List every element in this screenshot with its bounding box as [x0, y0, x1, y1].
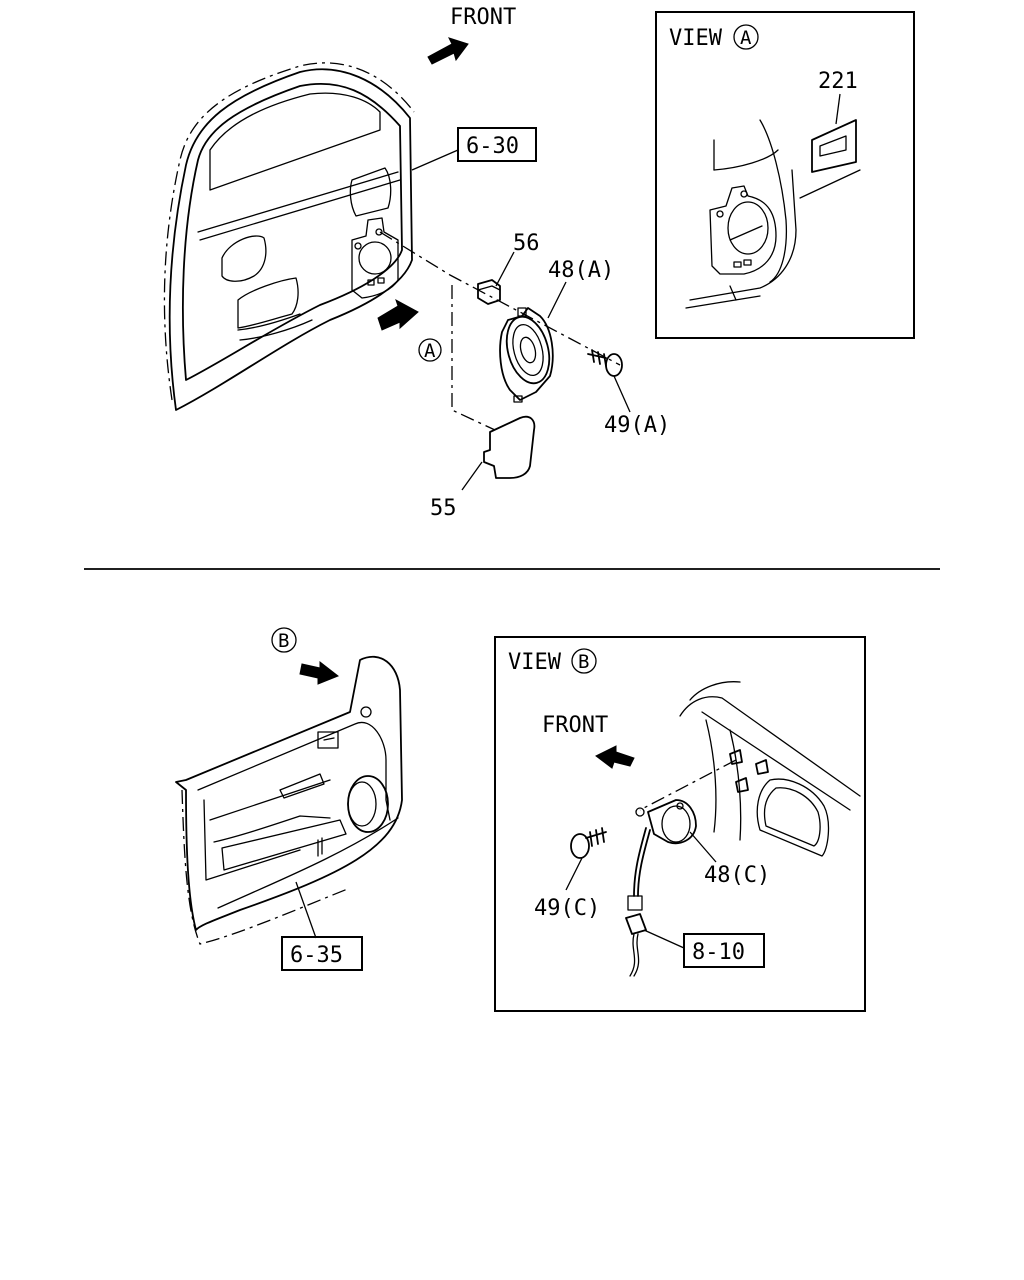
harness-ref-box: [683, 933, 765, 968]
callout-clip[interactable]: 56: [513, 231, 540, 256]
circled-letter-icon: [271, 627, 297, 653]
view-a-panel: VIEW A 221: [655, 11, 915, 339]
view-b-panel: VIEW B FRONT 48(C): [494, 636, 866, 1012]
circled-letter-icon: [571, 648, 597, 674]
callout-harness-ref[interactable]: 8-10: [692, 940, 745, 965]
door-ref-box: [457, 127, 537, 162]
view-b-title: VIEW: [508, 650, 562, 675]
callout-trim-ref[interactable]: 6-35: [290, 943, 343, 968]
view-b-front-label: FRONT: [542, 713, 608, 738]
bottom-section: B 6-35 VIEW B FR: [175, 627, 866, 1012]
trim-ref-box: [281, 936, 363, 971]
top-section: FRONT 6-30: [163, 5, 915, 521]
door-trim-panel: [175, 655, 403, 945]
callout-door-ref[interactable]: 6-30: [466, 134, 519, 159]
view-b-marker: B: [578, 651, 589, 673]
view-direction-arrow-icon: [377, 298, 419, 331]
arrow-a-marker: A: [424, 340, 436, 362]
circled-letter-icon: [418, 338, 442, 362]
speaker-part: [499, 307, 554, 403]
view-a-marker: A: [740, 27, 752, 49]
callout-tweeter[interactable]: 48(C): [704, 863, 770, 888]
circled-letter-icon: [733, 24, 759, 50]
front-arrow-icon: [427, 37, 469, 65]
callout-screw-c[interactable]: 49(C): [534, 896, 600, 921]
arrow-b-marker: B: [278, 630, 289, 652]
callout-speaker[interactable]: 48(A): [548, 258, 614, 283]
top-front-label: FRONT: [450, 5, 516, 30]
callout-view-a-part[interactable]: 221: [818, 69, 858, 94]
door-inner-panel: [163, 62, 415, 411]
callout-screw[interactable]: 49(A): [604, 413, 670, 438]
clip-part: [477, 279, 501, 305]
view-a-title: VIEW: [669, 26, 723, 51]
view-direction-arrow-icon: [299, 660, 339, 685]
front-arrow-icon: [595, 745, 635, 769]
cover-part: [483, 415, 536, 479]
callout-cover[interactable]: 55: [430, 496, 457, 521]
